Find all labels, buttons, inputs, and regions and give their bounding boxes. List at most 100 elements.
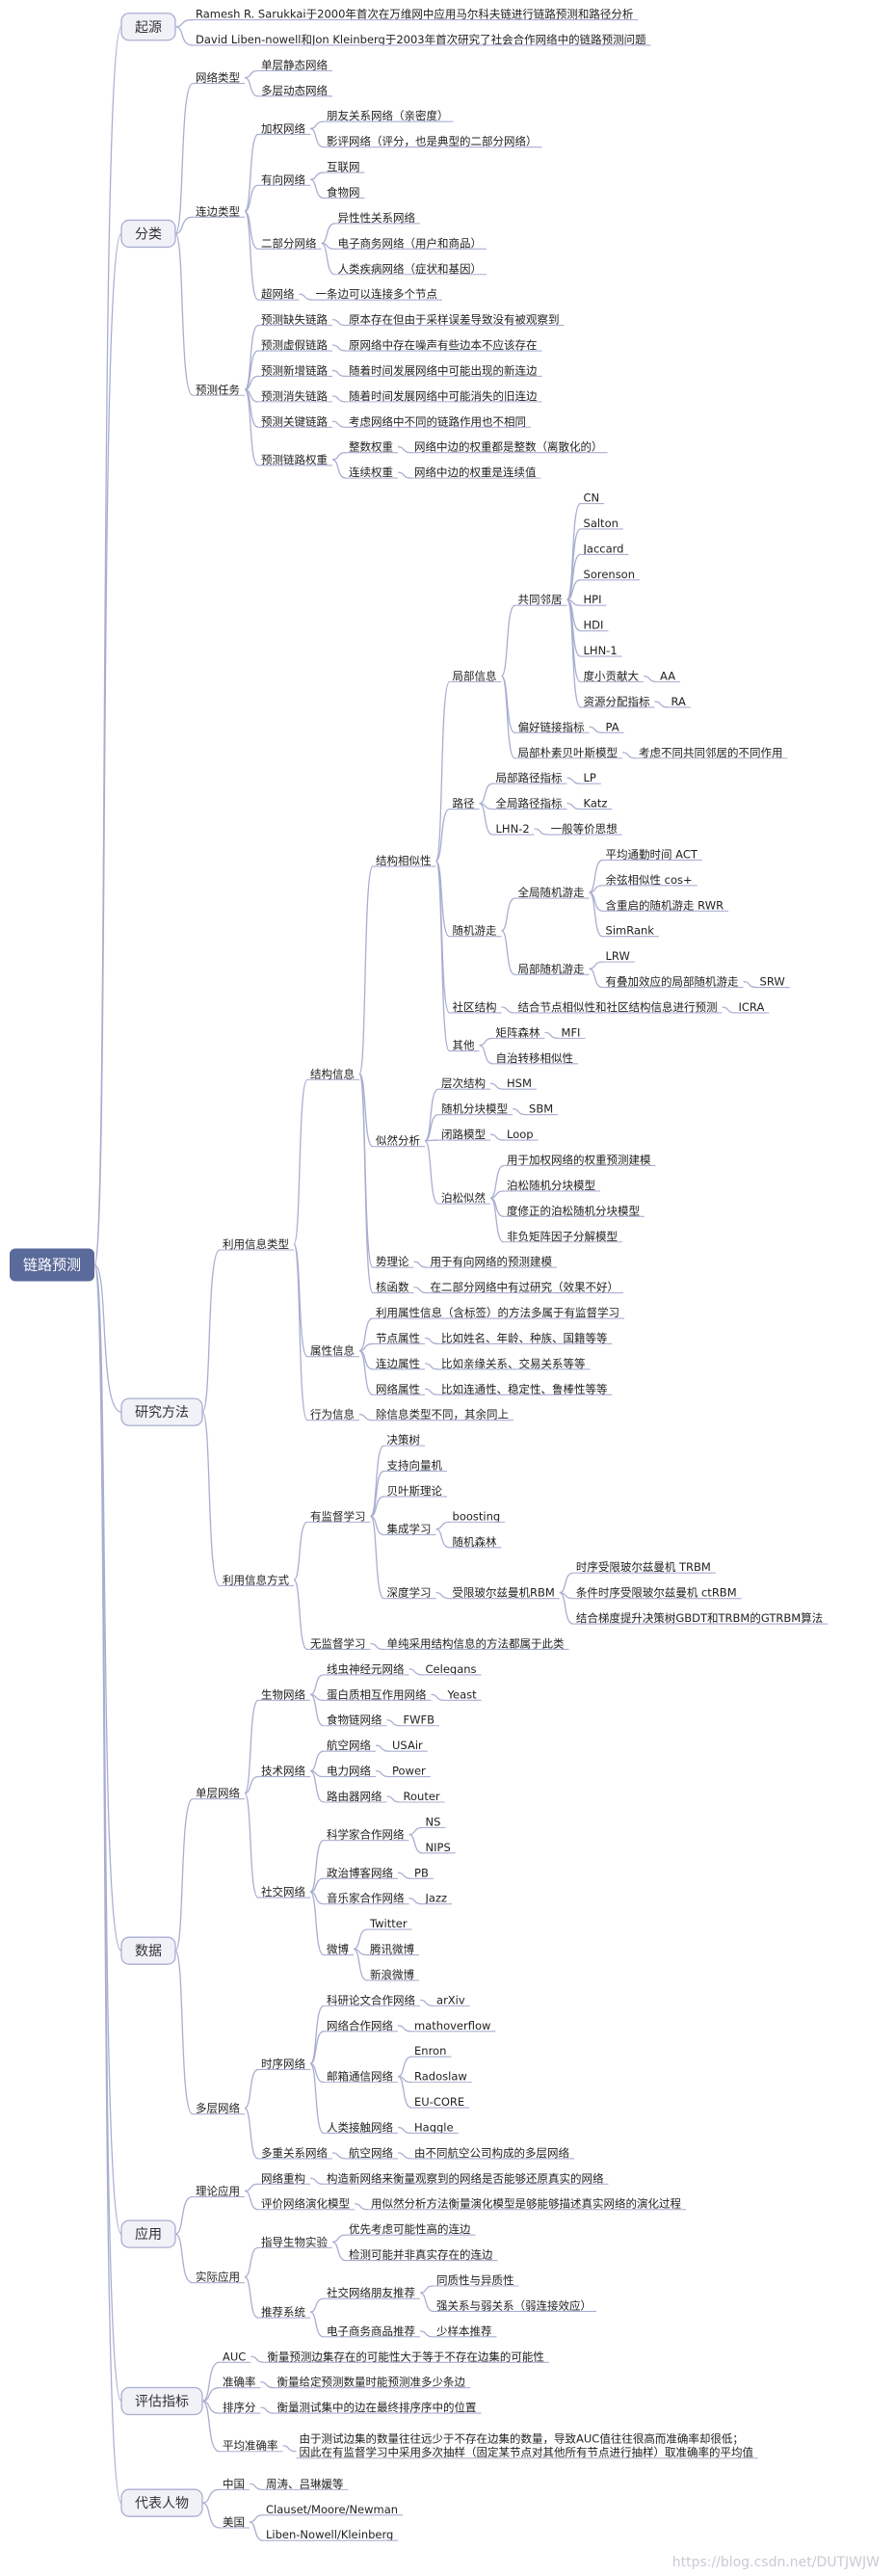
node[interactable]: Radoslaw — [411, 2070, 472, 2084]
node[interactable]: 集成学习 — [383, 1523, 436, 1536]
node[interactable]: 利用信息方式 — [220, 1573, 295, 1586]
node[interactable]: USAir — [389, 1739, 428, 1752]
node[interactable]: 比如姓名、年龄、种族、国籍等等 — [438, 1331, 613, 1344]
node[interactable]: 势理论 — [373, 1255, 414, 1268]
node[interactable]: mathoverflow — [411, 2019, 496, 2032]
node[interactable]: FWFB — [400, 1713, 440, 1727]
node[interactable]: SimRank — [602, 924, 659, 938]
node[interactable]: Katz — [580, 797, 613, 810]
node[interactable]: 影评网络（评分，也是典型的二部分网络） — [324, 135, 542, 148]
node[interactable]: 邮箱通信网络 — [324, 2070, 399, 2084]
node[interactable]: Haggle — [411, 2120, 459, 2134]
node[interactable]: 用于加权网络的权重预测建模 — [504, 1153, 656, 1166]
node[interactable]: Jazz — [422, 1892, 453, 1905]
node[interactable]: 预测链路权重 — [258, 453, 333, 466]
topic-node[interactable]: 数据 — [120, 1936, 176, 1965]
node[interactable]: ICRA — [735, 1000, 770, 1014]
node[interactable]: 由于测试边集的数量往往远少于不存在边集的数量，导致AUC值往往很高而准确率却很低… — [296, 2432, 759, 2459]
topic-node[interactable]: 起源 — [120, 13, 176, 41]
node[interactable]: 原网络中存在噪声有些边本不应该存在 — [346, 338, 542, 352]
node[interactable]: 偏好链接指标 — [514, 720, 590, 733]
node[interactable]: Loop — [504, 1128, 539, 1141]
node[interactable]: 无监督学习 — [307, 1636, 371, 1650]
node[interactable]: 多层网络 — [193, 2102, 246, 2115]
node[interactable]: 一条边可以连接多个节点 — [312, 287, 443, 301]
node[interactable]: 平均准确率 — [220, 2439, 283, 2453]
node[interactable]: arXiv — [434, 1993, 470, 2006]
node[interactable]: AUC — [220, 2350, 251, 2363]
node[interactable]: 网络属性 — [373, 1382, 426, 1395]
node[interactable]: 食物网 — [324, 185, 365, 199]
topic-node[interactable]: 研究方法 — [120, 1397, 203, 1426]
node[interactable]: 一般等价思想 — [547, 822, 622, 836]
node[interactable]: 单层静态网络 — [258, 58, 333, 71]
node[interactable]: 核函数 — [373, 1281, 414, 1294]
node[interactable]: 连边类型 — [193, 204, 246, 218]
node[interactable]: Salton — [580, 517, 623, 530]
node[interactable]: 衡量预测边集存在的可能性大于等于不存在边集的可能性 — [264, 2350, 549, 2363]
node[interactable]: 中国 — [220, 2477, 250, 2490]
node[interactable]: 实际应用 — [193, 2271, 246, 2284]
node[interactable]: 有叠加效应的局部随机游走 — [602, 975, 744, 989]
node[interactable]: 利用信息类型 — [220, 1237, 295, 1251]
node[interactable]: 时序网络 — [258, 2057, 311, 2070]
node[interactable]: 整数权重 — [346, 440, 399, 454]
node[interactable]: Router — [400, 1790, 445, 1803]
node[interactable]: 线虫神经元网络 — [324, 1662, 409, 1676]
node[interactable]: Power — [389, 1765, 431, 1778]
node[interactable]: 有向网络 — [258, 173, 311, 186]
node[interactable]: HPI — [580, 593, 607, 606]
node[interactable]: MFI — [558, 1025, 586, 1039]
node[interactable]: David Liben-nowell和Jon Kleinberg于2003年首次… — [193, 33, 651, 46]
node[interactable]: 全局路径指标 — [492, 797, 567, 810]
node[interactable]: 随机分块模型 — [438, 1102, 513, 1116]
node[interactable]: 有监督学习 — [307, 1509, 371, 1523]
node[interactable]: 人类疾病网络（症状和基因） — [334, 262, 487, 276]
node[interactable]: 朋友关系网络（亲密度） — [324, 109, 454, 122]
node[interactable]: 行为信息 — [307, 1408, 360, 1421]
node[interactable]: 支持向量机 — [383, 1459, 448, 1473]
node[interactable]: Ramesh R. Sarukkai于2000年首次在万维网中应用马尔科夫链进行… — [193, 8, 639, 21]
node[interactable]: 衡量测试集中的边在最终排序序中的位置 — [274, 2401, 482, 2414]
node[interactable]: 科学家合作网络 — [324, 1828, 409, 1842]
node[interactable]: 节点属性 — [373, 1331, 426, 1344]
node[interactable]: 局部朴素贝叶斯模型 — [514, 746, 623, 759]
node[interactable]: 全局随机游走 — [514, 886, 590, 899]
node[interactable]: 电子商务网络（用户和商品） — [334, 236, 487, 250]
node[interactable]: 评价网络演化模型 — [258, 2197, 355, 2211]
node[interactable]: HDI — [580, 619, 609, 632]
node[interactable]: 受限玻尔兹曼机RBM — [449, 1586, 560, 1600]
node[interactable]: 路由器网络 — [324, 1790, 387, 1803]
node[interactable]: 似然分析 — [373, 1134, 426, 1148]
node[interactable]: 在二部分网络中有过研究（效果不好） — [427, 1281, 624, 1294]
topic-node[interactable]: 代表人物 — [120, 2488, 203, 2517]
node[interactable]: 随着时间发展网络中可能出现的新连边 — [346, 363, 542, 377]
node[interactable]: 局部信息 — [449, 669, 502, 682]
node[interactable]: 生物网络 — [258, 1687, 311, 1701]
node[interactable]: 二部分网络 — [258, 236, 322, 250]
node[interactable]: 局部随机游走 — [514, 962, 590, 975]
node[interactable]: 准确率 — [220, 2376, 261, 2389]
node[interactable]: EU-CORE — [411, 2095, 470, 2109]
topic-node[interactable]: 应用 — [120, 2219, 176, 2248]
node[interactable]: 构造新网络来衡量观察到的网络是否能够还原真实的网络 — [324, 2171, 609, 2185]
node[interactable]: 原本存在但由于采样误差导致没有被观察到 — [346, 313, 565, 327]
node[interactable]: Twitter — [367, 1917, 412, 1930]
node[interactable]: SBM — [526, 1102, 559, 1116]
node[interactable]: 音乐家合作网络 — [324, 1892, 409, 1905]
node[interactable]: 网络重构 — [258, 2171, 311, 2185]
node[interactable]: 技术网络 — [258, 1765, 311, 1778]
node[interactable]: 比如亲缘关系、交易关系等等 — [438, 1357, 591, 1370]
node[interactable]: PB — [411, 1866, 434, 1879]
node[interactable]: 非负矩阵因子分解模型 — [504, 1230, 623, 1243]
node[interactable]: 预测任务 — [193, 383, 246, 396]
node[interactable]: 决策树 — [383, 1433, 426, 1447]
root-node[interactable]: 链路预测 — [10, 1248, 95, 1282]
node[interactable]: LRW — [602, 949, 635, 963]
node[interactable]: Jaccard — [580, 542, 629, 555]
node[interactable]: Enron — [411, 2044, 452, 2058]
node[interactable]: NIPS — [422, 1841, 456, 1854]
node[interactable]: 闭路模型 — [438, 1128, 491, 1141]
node[interactable]: 多重关系网络 — [258, 2146, 333, 2160]
node[interactable]: AA — [657, 669, 681, 682]
